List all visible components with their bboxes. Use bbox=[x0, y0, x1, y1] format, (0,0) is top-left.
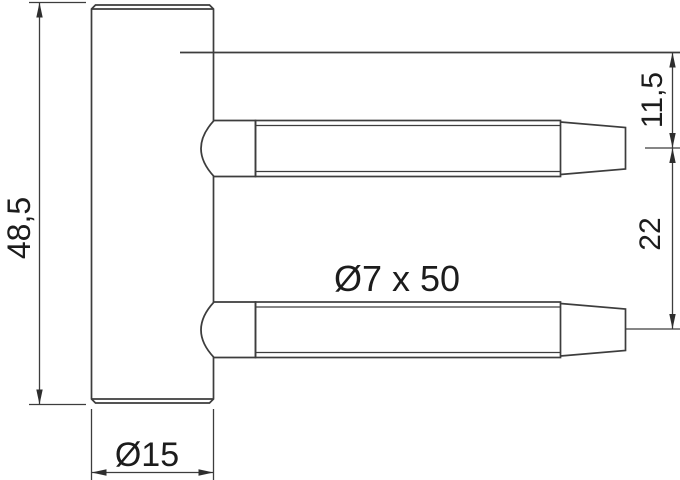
pin-top-shaft bbox=[254, 119, 562, 178]
pin-bottom-taper-tip bbox=[560, 302, 627, 357]
dimension-pin-offset: 11,5 bbox=[636, 52, 680, 149]
pin-top-taper-tip bbox=[560, 121, 627, 176]
pin-top-head bbox=[200, 119, 257, 178]
arrowhead-left bbox=[91, 469, 107, 476]
pin-size-label: Ø7 x 50 bbox=[334, 258, 460, 299]
dimension-label-spacing: 22 bbox=[634, 217, 667, 250]
arrowhead-up bbox=[669, 52, 676, 68]
dimension-overall-height: 48,5 bbox=[1, 1, 86, 406]
arrowhead-down bbox=[669, 133, 676, 148]
arrowhead-down bbox=[669, 314, 676, 329]
arrowhead-right bbox=[198, 469, 214, 476]
pin-bottom bbox=[200, 301, 627, 359]
arrowhead-down bbox=[36, 389, 43, 405]
arrowhead-up bbox=[36, 2, 43, 18]
dimension-body-diameter: Ø15 bbox=[90, 409, 215, 480]
pin-bottom-head bbox=[200, 301, 257, 359]
dimension-label-offset: 11,5 bbox=[636, 72, 669, 128]
dimension-label-diameter: Ø15 bbox=[115, 436, 179, 474]
arrowhead-up bbox=[669, 148, 676, 163]
dimension-pin-spacing: 22 bbox=[626, 148, 680, 330]
pin-bottom-shaft bbox=[254, 301, 562, 359]
body-outline bbox=[90, 4, 215, 404]
dimension-label-height: 48,5 bbox=[1, 197, 37, 259]
pin-top bbox=[200, 119, 627, 178]
part-body bbox=[90, 4, 215, 404]
